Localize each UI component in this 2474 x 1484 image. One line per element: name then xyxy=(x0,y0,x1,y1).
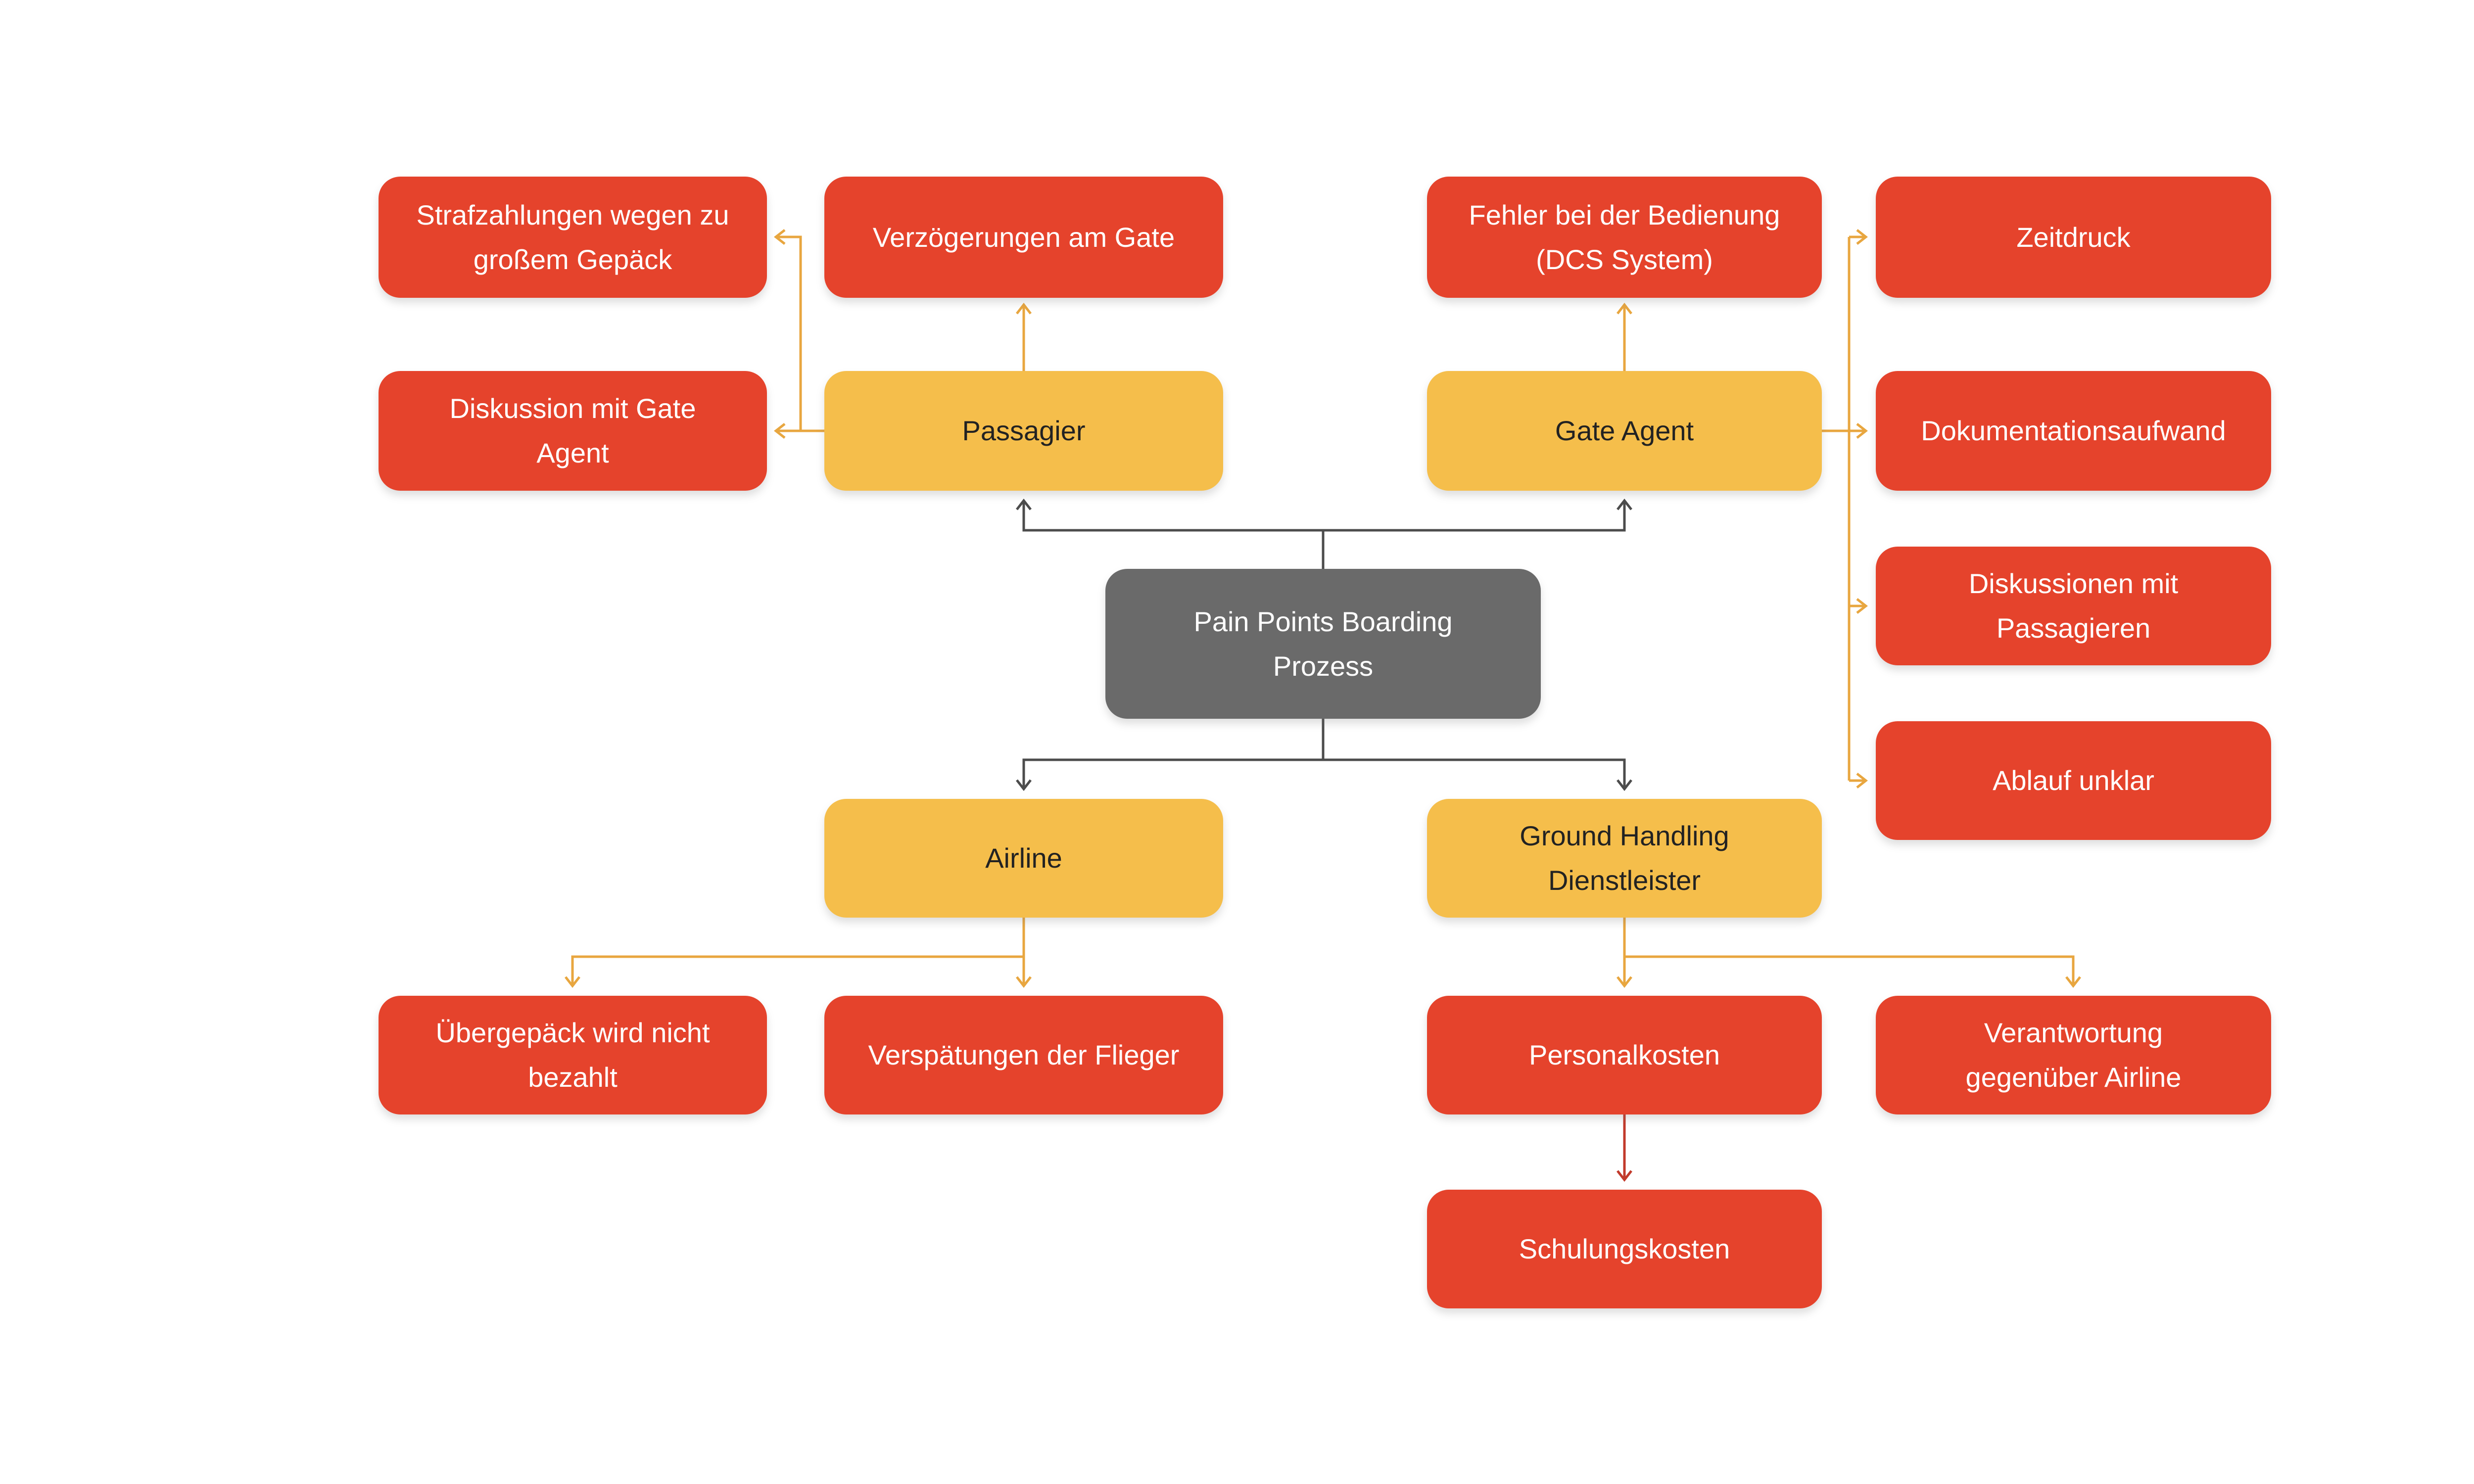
connector-ground-handling-verantwortung xyxy=(1623,918,2073,986)
node-ground-handling[interactable]: Ground Handling Dienstleister xyxy=(1427,799,1822,918)
node-diskussion-mit-gate-agent[interactable]: Diskussion mit Gate Agent xyxy=(379,371,767,491)
node-label: Airline xyxy=(985,842,1062,874)
node-passagier[interactable]: Passagier xyxy=(824,371,1223,491)
connector-airline-uebergepaeck xyxy=(572,918,1025,986)
node-strafzahlungen[interactable]: Strafzahlungen wegen zu großem Gepäck xyxy=(379,177,767,298)
node-label: Verzögerungen am Gate xyxy=(872,221,1175,253)
node-label: Diskussionen mit Passagieren xyxy=(1968,568,2179,644)
node-verantwortung-gegenueber-airline[interactable]: Verantwortung gegenüber Airline xyxy=(1876,996,2271,1114)
node-verzoegerungen-am-gate[interactable]: Verzögerungen am Gate xyxy=(824,177,1223,298)
node-diskussionen-mit-passagieren[interactable]: Diskussionen mit Passagieren xyxy=(1876,547,2271,665)
node-label: Diskussion mit Gate Agent xyxy=(449,393,696,468)
node-label: Gate Agent xyxy=(1555,415,1694,447)
connector-root-gate-agent xyxy=(1323,501,1624,532)
node-label: Passagier xyxy=(962,415,1086,447)
node-uebergepaeck[interactable]: Übergepäck wird nicht bezahlt xyxy=(379,996,767,1114)
node-label: Ground Handling Dienstleister xyxy=(1520,820,1729,896)
connector-passagier-strafzahlungen xyxy=(776,237,824,432)
node-root-pain-points[interactable]: Pain Points Boarding Prozess xyxy=(1105,569,1541,719)
node-ablauf-unklar[interactable]: Ablauf unklar xyxy=(1876,721,2271,840)
node-gate-agent[interactable]: Gate Agent xyxy=(1427,371,1822,491)
node-label: Zeitdruck xyxy=(2016,221,2131,253)
connector-root-passagier xyxy=(1024,501,1325,569)
connector-root-airline xyxy=(1024,719,1325,789)
node-verspaetungen-der-flieger[interactable]: Verspätungen der Flieger xyxy=(824,996,1223,1114)
node-label: Übergepäck wird nicht bezahlt xyxy=(435,1017,710,1093)
node-zeitdruck[interactable]: Zeitdruck xyxy=(1876,177,2271,298)
node-label: Pain Points Boarding Prozess xyxy=(1193,605,1453,682)
node-schulungskosten[interactable]: Schulungskosten xyxy=(1427,1190,1822,1308)
node-label: Personalkosten xyxy=(1528,1039,1720,1071)
node-personalkosten[interactable]: Personalkosten xyxy=(1427,996,1822,1114)
node-label: Verspätungen der Flieger xyxy=(868,1039,1180,1071)
node-airline[interactable]: Airline xyxy=(824,799,1223,918)
node-label: Verantwortung gegenüber Airline xyxy=(1965,1017,2182,1093)
connector-root-ground-handling xyxy=(1323,758,1624,789)
node-label: Strafzahlungen wegen zu großem Gepäck xyxy=(416,199,729,275)
node-label: Schulungskosten xyxy=(1519,1233,1730,1265)
node-fehler-dcs[interactable]: Fehler bei der Bedienung (DCS System) xyxy=(1427,177,1822,298)
node-label: Dokumentationsaufwand xyxy=(1921,415,2226,447)
node-dokumentationsaufwand[interactable]: Dokumentationsaufwand xyxy=(1876,371,2271,491)
node-label: Ablauf unklar xyxy=(1993,765,2154,796)
node-label: Fehler bei der Bedienung (DCS System) xyxy=(1469,199,1780,275)
